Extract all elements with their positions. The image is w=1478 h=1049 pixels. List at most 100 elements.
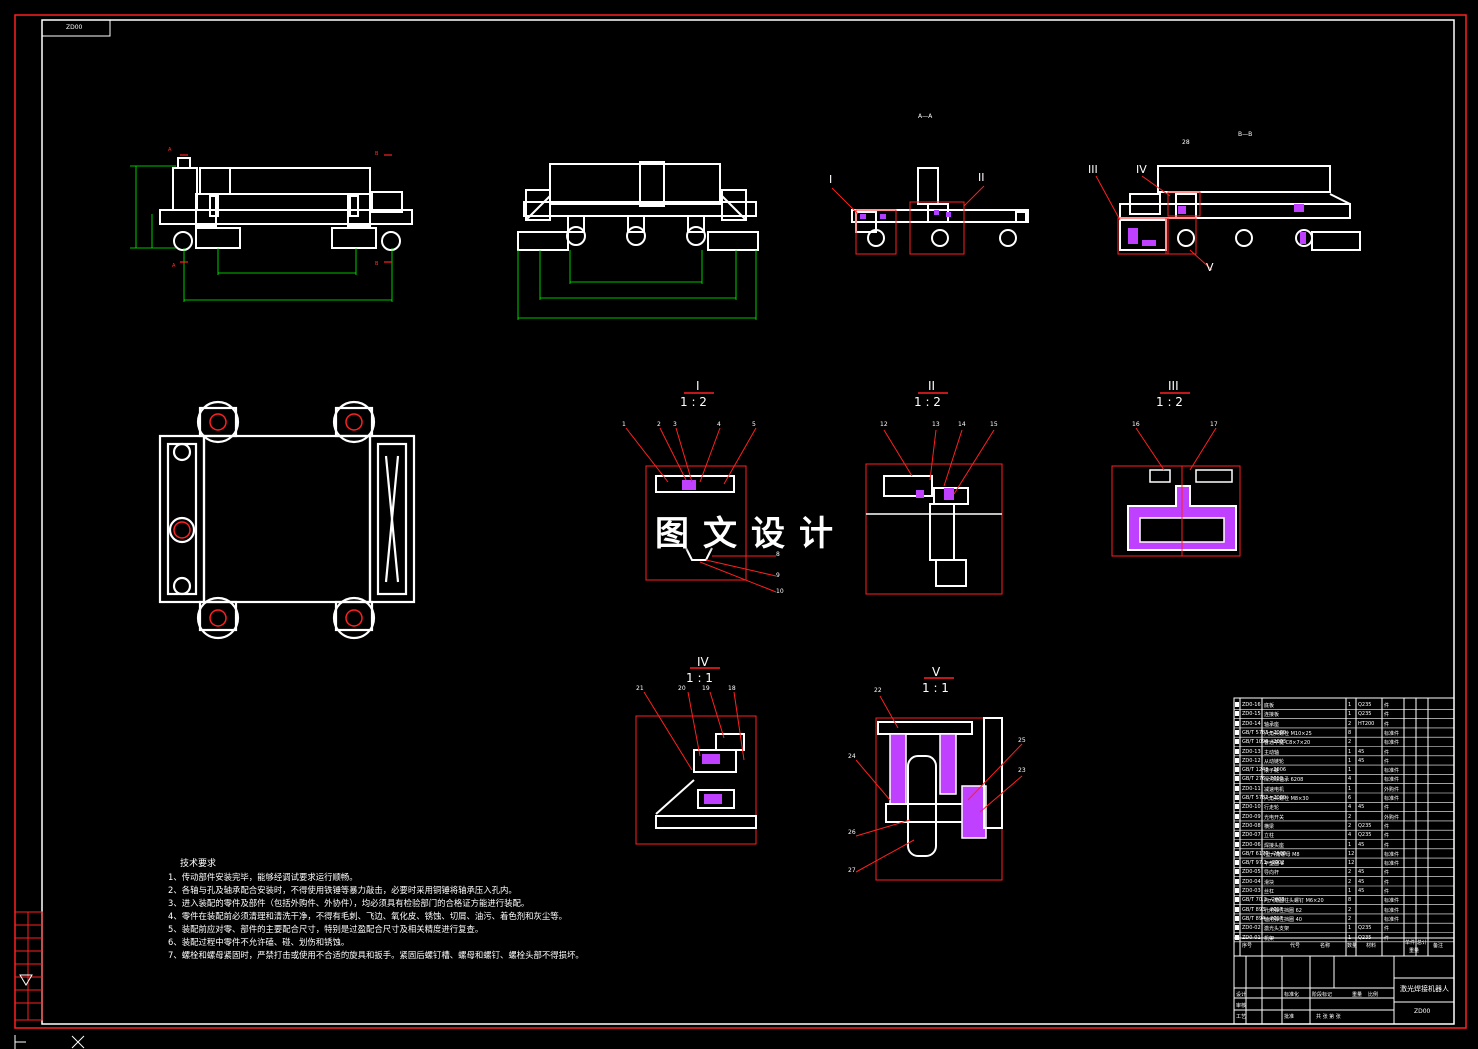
requirement-item: 1、传动部件安装完毕，能够经调试要求运行顺畅。 [168,872,358,882]
detail-i-title: I [696,379,700,393]
bom-note: 件 [1384,721,1390,728]
bom-note: 标准件 [1384,861,1400,868]
bom-qty: 12 [1348,850,1355,857]
callout-27: 27 [848,867,856,874]
callout-4: 4 [717,421,721,428]
bom-index-box [1235,776,1239,782]
bom-qty: 2 [1348,906,1352,913]
bom-code: GB/T 6170—2000 [1242,850,1287,857]
cut-mark-b-top: B [375,151,379,157]
detail-iv-scale: 1 : 1 [686,671,713,685]
plan-view [158,400,416,640]
detail-iii-scale: 1 : 2 [1156,395,1183,409]
plan-view-red [173,413,363,627]
callout-18: 18 [728,685,736,692]
watermark: 图文设计 [655,514,847,554]
bom-name: 普通平键 C8×7×20 [1264,740,1311,747]
tb-code: 代号 [1290,943,1301,949]
revision-strip [14,911,43,1021]
bom-qty: 1 [1348,757,1352,764]
callout-26: 26 [848,829,856,836]
bom-code: GB/T 1096—2003 [1242,739,1287,746]
bom-qty: 1 [1348,748,1352,755]
bom-note: 件 [1384,805,1390,812]
bom-index-box [1235,767,1239,773]
bom-note: 件 [1384,870,1390,877]
callout-22: 22 [874,687,882,694]
cut-mark-a-top: A [168,147,172,153]
bom-name: 激光头支架 [1264,926,1290,933]
section-bb [1119,165,1361,251]
tb-seq: 序号 [1242,943,1253,949]
tb-sheet: 共 张 第 张 [1316,1014,1341,1020]
title-block-frame [1233,697,1455,1025]
bom-index-box [1235,785,1239,791]
bom-material: 45 [1358,841,1365,848]
bom-note: 标准件 [1384,907,1400,914]
callout-3: 3 [673,421,677,428]
front-view-section-marks [180,154,392,263]
bom-material: Q235 [1358,822,1372,829]
bom-material: 45 [1358,748,1365,755]
bom-name: 行走轮 [1264,805,1280,812]
bom-index-box [1235,860,1239,866]
detail-ii-title: II [928,379,936,393]
bom-name: 六角头螺栓 M10×25 [1264,730,1312,737]
detail-iv-marker: IV [1136,163,1147,176]
bom-index-box [1235,878,1239,884]
bom-index-box [1235,739,1239,745]
bom-code: GB/T 5783—2000 [1242,729,1287,736]
bom-material: 45 [1358,869,1365,876]
bom-index-box [1235,729,1239,735]
detail-ii [865,392,1003,595]
tb-process: 工艺 [1236,1014,1247,1020]
bom-qty: 1 [1348,702,1352,708]
bom-material: Q235 [1358,925,1372,932]
bom-qty: 8 [1348,897,1352,904]
drawing-code-bottom: ZD00 [1414,1008,1431,1015]
bom-name: 连接板 [1264,712,1280,719]
bom-material: 45 [1358,804,1365,811]
requirement-item: 6、装配过程中零件不允许磕、碰、划伤和锈蚀。 [168,937,350,947]
bom-name: 主动轴 [1264,749,1280,756]
bom-index-box [1235,869,1239,875]
bom-code: ZD0-13 [1242,748,1261,755]
bom-name: 丝杠 [1264,889,1275,895]
bom-name: 导向杆 [1264,870,1280,877]
bom-index-box [1235,897,1239,903]
tb-single: 单件 [1405,940,1416,946]
callout-14: 14 [958,421,966,428]
bom-name: 立柱 [1264,833,1275,840]
bom-name: 平垫圈 8 [1264,861,1284,868]
section-aa-label: A—A [918,113,933,120]
callout-9: 9 [776,572,780,579]
bom-code: ZD0-11 [1242,785,1261,792]
section-aa-details [831,185,985,255]
bom-name: 从动链轮 [1264,758,1285,765]
bom-code: ZD0-08 [1242,822,1261,829]
bom-note: 件 [1384,926,1390,933]
bom-note: 件 [1384,833,1390,840]
bom-qty: 2 [1348,822,1352,829]
origin-mark [14,1035,85,1049]
side-view-dimensions [517,250,757,320]
cut-mark-b-bottom: B [375,261,379,267]
bom-code: ZD0-02 [1242,925,1261,932]
bom-row-lines [1234,708,1454,943]
bom-code: GB/T 893—2017 [1242,906,1283,913]
callout-1: 1 [622,421,626,428]
bom-index-box [1235,748,1239,754]
bom-qty: 1 [1348,841,1352,848]
tb-design: 设计 [1236,992,1247,998]
bom-code: ZD0-01 [1242,934,1261,941]
section-aa [851,167,1029,247]
bom-qty: 4 [1348,776,1352,783]
detail-v-scale: 1 : 1 [922,681,949,695]
bom-name: 焊接头座 [1264,842,1285,849]
bom-note: 件 [1384,703,1390,709]
bom-name: 内六角圆柱头螺钉 M6×20 [1264,898,1324,905]
tb-weight2: 重量 [1352,992,1363,998]
callout-12: 12 [880,421,888,428]
requirements-title: 技术要求 [180,859,217,869]
